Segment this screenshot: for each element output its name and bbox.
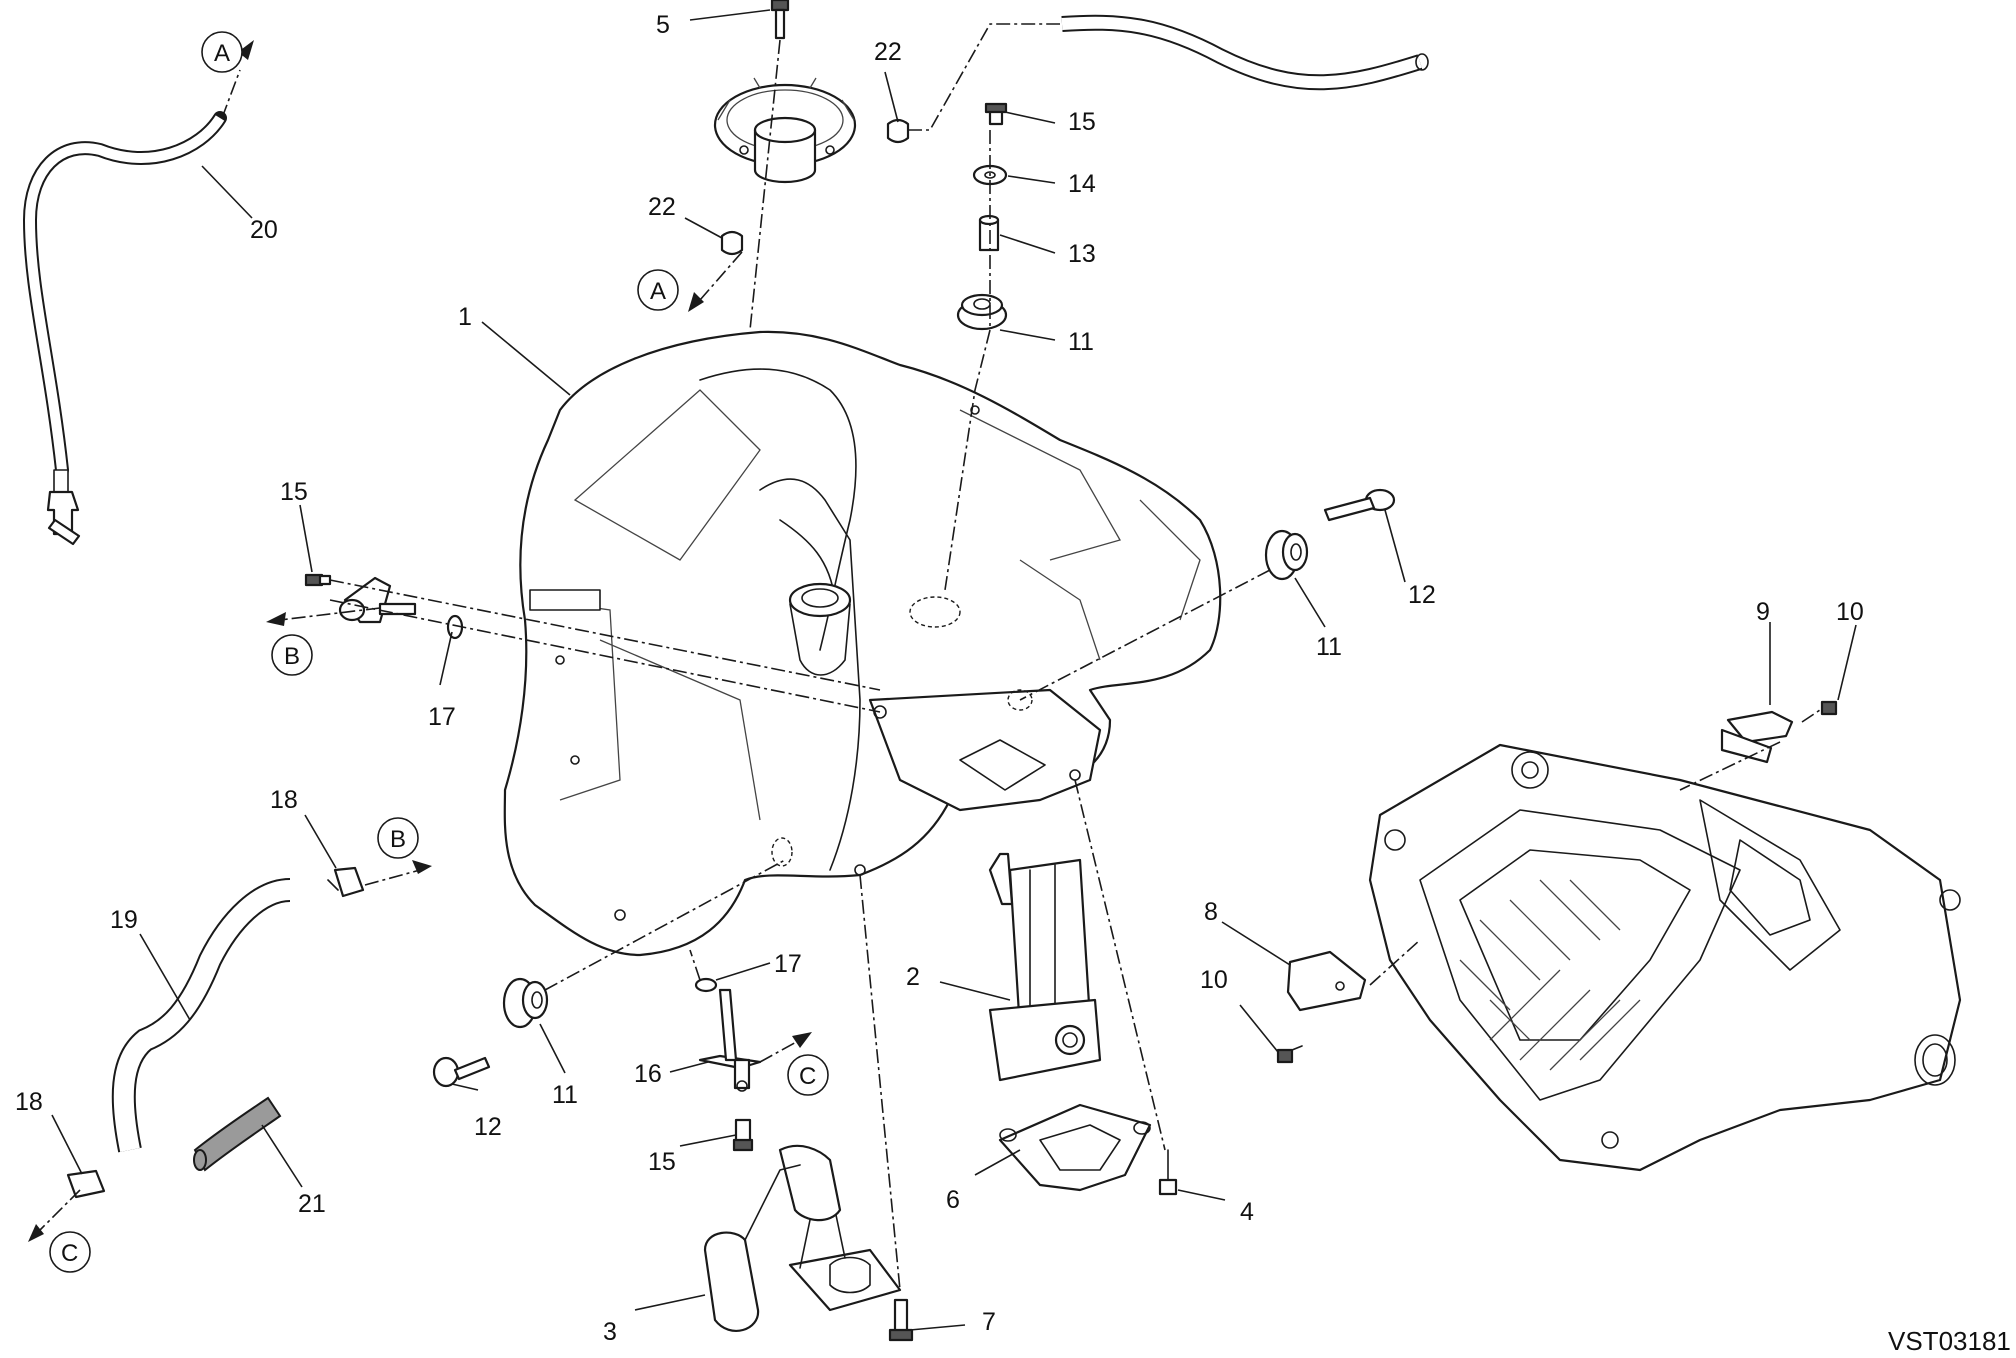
- fuel-hose-part-19[interactable]: [111, 878, 291, 1153]
- callout-15-bottom: 15: [648, 1148, 676, 1176]
- callout-20: 20: [250, 216, 278, 244]
- screw-part-15-bottom[interactable]: [732, 1118, 754, 1152]
- callout-10-right: 10: [1836, 598, 1864, 626]
- sleeve-part-21[interactable]: [193, 1096, 282, 1172]
- reference-markers: A A B B C C: [49, 31, 829, 1273]
- callout-labels: 1 2 3 4 5 6 7 8 9 10 10 11 11 11 12 12 1…: [15, 11, 1864, 1346]
- ref-circle-c-bottom: [49, 1231, 91, 1273]
- ref-circle-a-top: [201, 31, 243, 73]
- screw-part-10-right[interactable]: [1820, 700, 1838, 716]
- callout-3: 3: [603, 1318, 617, 1346]
- spacer-part-13[interactable]: [978, 214, 1000, 252]
- callout-11-left: 11: [552, 1081, 578, 1109]
- ref-circle-a-mid: [637, 269, 679, 311]
- callout-13: 13: [1068, 240, 1096, 268]
- callout-15-left: 15: [280, 478, 308, 506]
- callout-16: 16: [634, 1060, 662, 1088]
- ref-circle-b-right: [377, 817, 419, 859]
- callout-6: 6: [946, 1186, 960, 1214]
- o-ring-part-17-bottom[interactable]: [694, 977, 718, 993]
- leader-lines: [51, 9, 1857, 1331]
- ref-b-right: B: [390, 826, 406, 853]
- vent-hose-top[interactable]: [1061, 14, 1429, 91]
- callout-12-right: 12: [1408, 581, 1436, 609]
- grommet-part-11-right[interactable]: [1264, 529, 1309, 581]
- ref-b-left: B: [284, 643, 300, 670]
- grommet-part-11-left[interactable]: [502, 977, 549, 1029]
- fuel-pump-part-2[interactable]: [988, 852, 1102, 1082]
- callout-4: 4: [1240, 1198, 1254, 1226]
- pin-part-12-right[interactable]: [1323, 488, 1396, 522]
- callout-12-left: 12: [474, 1113, 502, 1141]
- fuel-filler-flange[interactable]: [713, 77, 857, 184]
- callout-8: 8: [1204, 898, 1218, 926]
- callout-15-top: 15: [1068, 108, 1096, 136]
- callout-5: 5: [656, 11, 670, 39]
- bracket-part-8[interactable]: [1286, 950, 1367, 1012]
- hose-clamp-part-22-top[interactable]: [886, 118, 910, 144]
- hose-clamp-part-18-top[interactable]: [327, 866, 365, 898]
- callout-1: 1: [458, 303, 472, 331]
- ref-c-bottom: C: [61, 1240, 78, 1267]
- callout-11-right: 11: [1316, 633, 1342, 661]
- callout-9: 9: [1756, 598, 1770, 626]
- fuel-tank-part-1[interactable]: [503, 330, 1222, 957]
- screw-part-7[interactable]: [888, 1298, 914, 1342]
- pin-part-12-left[interactable]: [432, 1056, 491, 1088]
- callout-10-left: 10: [1200, 966, 1228, 994]
- callout-18-top: 18: [270, 786, 298, 814]
- callout-2: 2: [906, 963, 920, 991]
- screw-part-15-left[interactable]: [304, 573, 332, 587]
- bracket-part-9[interactable]: [1720, 710, 1794, 764]
- callout-18-bottom: 18: [15, 1088, 43, 1116]
- gasket-plate-part-6[interactable]: [998, 1103, 1152, 1192]
- callout-22-left: 22: [648, 193, 676, 221]
- callout-22-top: 22: [874, 38, 902, 66]
- fuel-fitting-part-16[interactable]: [698, 988, 762, 1092]
- ref-a-mid: A: [650, 278, 666, 305]
- callout-17-left: 17: [428, 703, 456, 731]
- callout-7: 7: [982, 1308, 996, 1336]
- screw-part-4[interactable]: [1158, 1149, 1178, 1196]
- grommet-part-11-top[interactable]: [956, 293, 1008, 331]
- callout-14: 14: [1068, 170, 1096, 198]
- drawing-code: VST03181: [1888, 1326, 2011, 1356]
- hose-clamp-part-18-bottom[interactable]: [66, 1169, 106, 1199]
- assembly-lines: [39, 23, 1821, 1291]
- ref-circle-c-mid: [787, 1054, 829, 1096]
- screw-part-10-left[interactable]: [1276, 1045, 1303, 1064]
- breather-hose-part-20[interactable]: [23, 111, 227, 546]
- screw-part-15-top[interactable]: [984, 102, 1008, 126]
- callout-17-bottom: 17: [774, 950, 802, 978]
- callout-19: 19: [110, 906, 138, 934]
- screw-part-5[interactable]: [770, 0, 790, 40]
- ref-a-top: A: [214, 40, 230, 67]
- ref-circle-b-left: [271, 634, 313, 676]
- motorcycle-frame[interactable]: [1368, 743, 1962, 1172]
- direction-arrows: [28, 40, 812, 1242]
- fuel-level-sensor-part-3[interactable]: [703, 1144, 902, 1332]
- hose-clamp-part-22-left[interactable]: [720, 230, 744, 256]
- callout-11-top: 11: [1068, 328, 1094, 356]
- ref-c-mid: C: [799, 1063, 816, 1090]
- callout-21: 21: [298, 1190, 326, 1218]
